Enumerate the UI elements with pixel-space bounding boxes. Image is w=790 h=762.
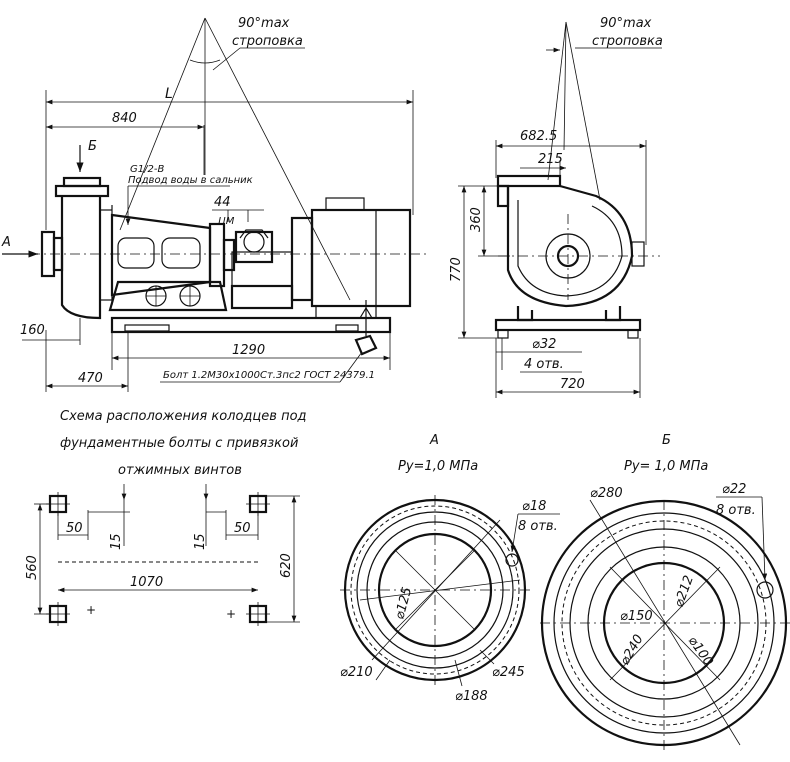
bolt-hole-A	[505, 553, 519, 567]
holes-label: 4 отв.	[524, 357, 564, 372]
flange-A-pressure: Ру=1,0 МПа	[398, 459, 478, 474]
label-A: А	[1, 235, 11, 250]
scheme-caption-3: отжимных винтов	[118, 463, 242, 478]
flange-B-d150: ⌀150	[620, 609, 653, 624]
scheme-caption-2: фундаментные болты с привязкой	[60, 436, 298, 451]
flange-A-holes-d: ⌀18	[522, 499, 546, 514]
bolt-note: Болт 1.2М30х1000Ст.3пс2 ГОСТ 24379.1	[163, 370, 375, 381]
dim-215-label: 215	[538, 152, 563, 167]
sling-angle-note: 90°max	[238, 16, 290, 31]
dim-840	[46, 124, 205, 175]
dim-L	[45, 90, 414, 230]
dim-1070-label: 1070	[130, 575, 163, 590]
dim-620-label: 620	[279, 553, 294, 578]
flange-A-title: А	[429, 433, 439, 448]
pump-casing	[40, 176, 113, 320]
svg-text:+: +	[86, 603, 96, 617]
flange-B-pressure: Ру= 1,0 МПа	[624, 459, 708, 474]
dim-470-label: 470	[78, 371, 103, 386]
dim-560-label: 560	[25, 555, 40, 580]
flange-B-d212: ⌀212	[672, 574, 697, 610]
flange-B-d100: ⌀100	[685, 634, 716, 669]
side-casing	[496, 174, 645, 308]
flange-A-d188: ⌀188	[455, 689, 488, 704]
dim-32-label: ⌀32	[532, 337, 556, 352]
scheme-caption-1: Схема расположения колодцев под	[60, 409, 307, 424]
bolt-hole-B	[756, 581, 774, 599]
sling-word: строповка	[232, 34, 303, 49]
flange-A-holes-n: 8 отв.	[518, 519, 558, 534]
pump-pedestal	[108, 280, 228, 312]
dim-160-label: 160	[20, 323, 45, 338]
cm-label: ЦМ	[218, 216, 235, 227]
dim-720-label: 720	[560, 377, 585, 392]
dim-15-right-label: 15	[193, 533, 208, 550]
dim-50-right-label: 50	[234, 521, 251, 536]
flange-B-d280: ⌀280	[590, 486, 623, 501]
side-sling-angle: 90°max	[600, 16, 652, 31]
dim-1290-label: 1290	[232, 343, 265, 358]
base-frame	[110, 300, 392, 356]
label-B: Б	[88, 139, 97, 154]
dim-840-label: 840	[112, 111, 137, 126]
flange-A: А Ру=1,0 МПа ⌀125 ⌀210 ⌀188 ⌀245 ⌀18 8 о…	[340, 433, 560, 704]
side-sling-word: строповка	[592, 34, 663, 49]
flange-A-d125: ⌀125	[392, 586, 415, 621]
flange-B-holes-n: 8 отв.	[716, 503, 756, 518]
dim-44-label: 44	[214, 195, 231, 210]
sling-lines-front	[119, 17, 351, 301]
sling-lines-side	[546, 21, 662, 201]
flange-B-holes-d: ⌀22	[722, 482, 746, 497]
side-feet	[494, 306, 642, 339]
flange-B: Б Ру= 1,0 МПа ⌀280 ⌀22 8 отв. ⌀212 ⌀150 …	[540, 433, 790, 752]
wells-scheme: Схема расположения колодцев под фундамен…	[25, 409, 307, 626]
coupling	[230, 229, 294, 310]
flange-B-title: Б	[662, 433, 671, 448]
dim-6825-label: 682.5	[520, 129, 557, 144]
flange-B-d240: ⌀240	[617, 632, 646, 668]
dim-50-left-label: 50	[66, 521, 83, 536]
svg-text:+: +	[226, 607, 236, 621]
electric-motor	[290, 197, 412, 319]
dim-L-label: L	[165, 86, 173, 102]
water-note: Подвод воды в сальник	[128, 175, 253, 186]
front-view: 90°max строповка L 840 Б А G1/2-B Подвод…	[1, 16, 430, 392]
thread-note: G1/2-B	[130, 164, 164, 175]
dim-15-left-label: 15	[109, 533, 124, 550]
side-view: 90°max строповка 682.5 215	[449, 16, 663, 398]
flange-A-d210: ⌀210	[340, 665, 373, 680]
dim-360-label: 360	[469, 207, 484, 232]
flange-A-d245: ⌀245	[492, 665, 525, 680]
dim-770-label: 770	[449, 257, 464, 282]
